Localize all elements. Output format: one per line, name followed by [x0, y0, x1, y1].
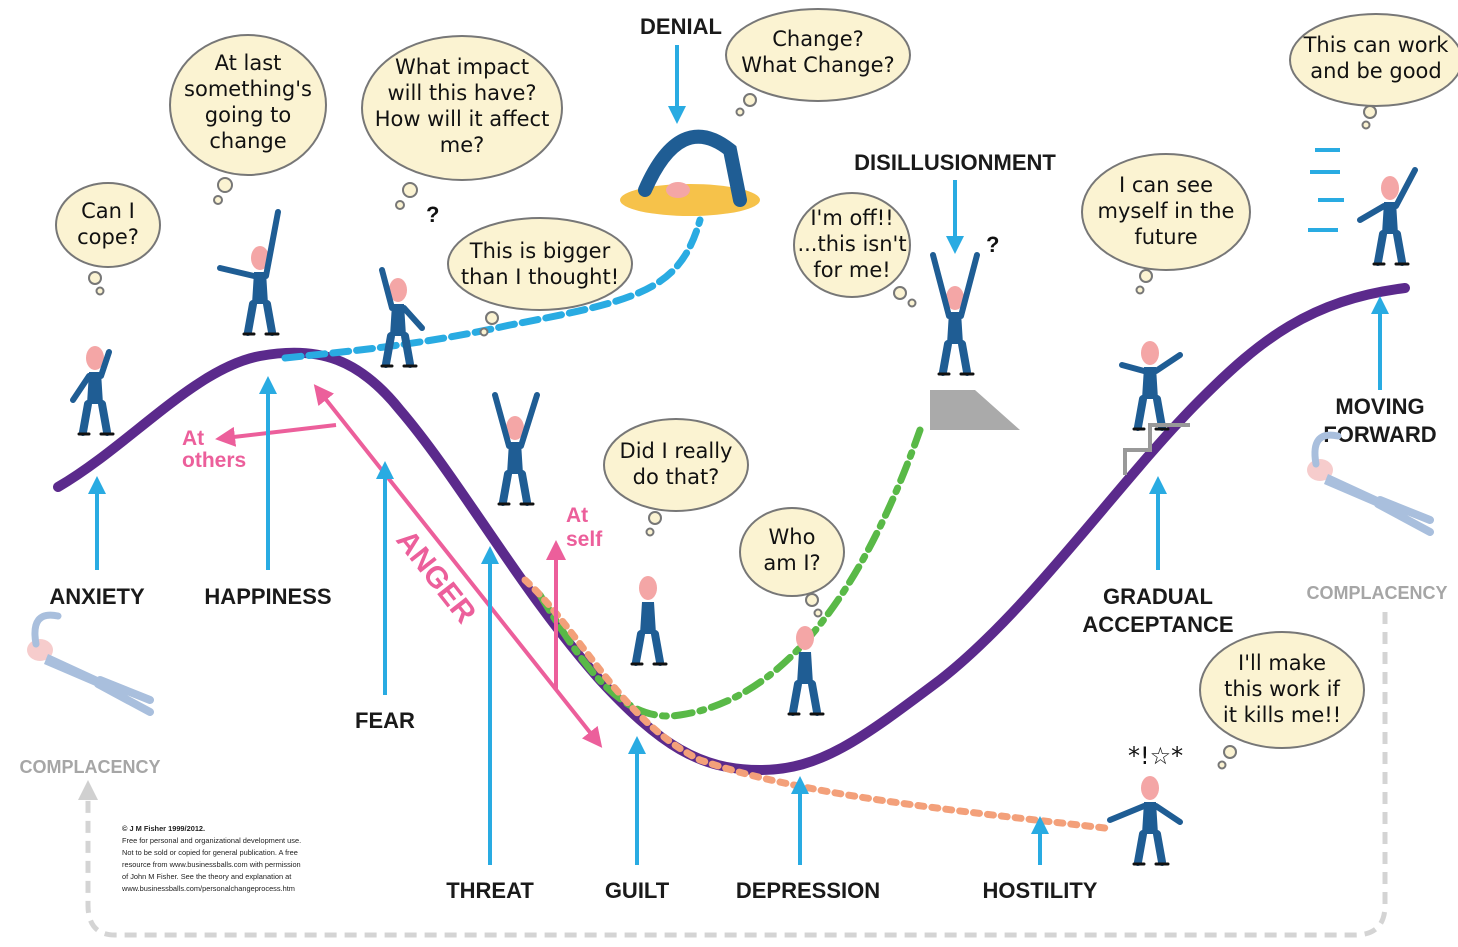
stage-arrows [88, 45, 1389, 865]
fear-label: FEAR [355, 708, 415, 733]
acceptance-bubble: I can see myself in the future [1081, 153, 1251, 295]
svg-text:something's: something's [184, 77, 312, 101]
anger-arrows: ANGER At others At self [182, 384, 603, 748]
svg-text:How will it affect: How will it affect [375, 107, 550, 131]
svg-text:me?: me? [440, 133, 485, 157]
complacency-loop [78, 612, 1388, 938]
copyright-line-1: © J M Fisher 1999/2012. [122, 824, 205, 833]
copyright-line-4: resource from www.businessballs.com with… [122, 860, 301, 869]
svg-text:Who: Who [769, 525, 816, 549]
moving-forward-bubble: This can work and be good [1289, 13, 1458, 130]
fear-figure [382, 267, 425, 366]
fear-bubble: What impact will this have? How will it … [361, 35, 563, 210]
anxiety-label: ANXIETY [49, 584, 145, 609]
svg-text:future: future [1134, 225, 1197, 249]
copyright-line-2: Free for personal and organizational dev… [122, 836, 301, 845]
svg-text:change: change [209, 129, 286, 153]
acceptance-figure [1119, 341, 1190, 475]
svg-text:cope?: cope? [77, 225, 139, 249]
main-transition-curve [53, 283, 1410, 776]
moving-forward-figure [1308, 148, 1418, 264]
disillusionment-question-mark: ? [986, 232, 999, 257]
svg-text:At last: At last [215, 51, 282, 75]
anxiety-figure [70, 346, 113, 434]
svg-text:am I?: am I? [763, 551, 820, 575]
complacency-figure-left [27, 615, 150, 712]
svg-text:Change?: Change? [772, 27, 864, 51]
svg-text:do that?: do that? [633, 465, 720, 489]
svg-text:and be good: and be good [1310, 59, 1441, 83]
at-others-label-2: others [182, 449, 246, 472]
depression-bubble: Who am I? [739, 507, 845, 618]
svg-text:...this isn't: ...this isn't [797, 232, 906, 256]
hostility-bubble: I'll make this work if it kills me!! [1199, 631, 1365, 770]
svg-text:will this have?: will this have? [387, 81, 536, 105]
svg-text:This is bigger: This is bigger [469, 239, 611, 263]
denial-label: DENIAL [640, 14, 722, 39]
svg-text:myself in the: myself in the [1098, 199, 1235, 223]
gradual-acceptance-label-1: GRADUAL [1103, 584, 1213, 609]
denial-dashed-path [281, 216, 704, 362]
threat-bubble: This is bigger than I thought! [447, 217, 633, 337]
complacency-label-left: COMPLACENCY [19, 757, 160, 777]
copyright-line-3: Not to be sold or copied for general pub… [122, 848, 298, 857]
at-self-label-1: At [566, 504, 588, 527]
moving-forward-label-2: FORWARD [1323, 422, 1436, 447]
depression-figure [789, 626, 823, 714]
svg-text:than I thought!: than I thought! [461, 265, 619, 289]
at-self-label-2: self [566, 528, 603, 551]
threat-figure [492, 392, 540, 504]
guilt-figure [632, 576, 666, 664]
guilt-label: GUILT [605, 878, 670, 903]
thought-bubbles: Can I cope? At last something's going to… [55, 8, 1458, 770]
depression-label: DEPRESSION [736, 878, 880, 903]
svg-text:What Change?: What Change? [741, 53, 894, 77]
svg-text:going to: going to [205, 103, 291, 127]
anxiety-bubble: Can I cope? [55, 182, 161, 296]
disillusionment-bubble: I'm off!! ...this isn't for me! [793, 192, 917, 308]
happiness-label: HAPPINESS [204, 584, 331, 609]
copyright-note: © J M Fisher 1999/2012. Free for persona… [121, 824, 301, 893]
copyright-line-5: of John M Fisher. See the theory and exp… [122, 872, 291, 881]
svg-text:This can work: This can work [1303, 33, 1450, 57]
fear-question-mark: ? [426, 202, 439, 227]
hostility-symbols: *!☆* [1128, 742, 1183, 770]
figures: ? ? [27, 129, 1430, 864]
complacency-label-right: COMPLACENCY [1306, 583, 1447, 603]
at-others-label-1: At [182, 427, 204, 450]
disillusionment-figure [930, 252, 1020, 430]
disillusionment-label: DISILLUSIONMENT [854, 150, 1056, 175]
svg-text:I can see: I can see [1119, 173, 1213, 197]
svg-text:I'll make: I'll make [1238, 651, 1326, 675]
happiness-bubble: At last something's going to change [169, 34, 327, 205]
svg-text:this work if: this work if [1224, 677, 1340, 701]
hostility-figure [1107, 776, 1183, 864]
svg-text:Did I really: Did I really [620, 439, 733, 463]
copyright-line-6: www.businessballs.com/personalchangeproc… [121, 884, 295, 893]
denial-figure [620, 129, 760, 216]
complacency-figure-right [1307, 435, 1430, 532]
happiness-figure [217, 209, 278, 334]
svg-text:for me!: for me! [813, 258, 890, 282]
svg-text:What impact: What impact [395, 55, 529, 79]
stage-labels: ANXIETY HAPPINESS FEAR THREAT GUILT DEPR… [19, 14, 1447, 903]
guilt-bubble: Did I really do that? [603, 418, 749, 537]
hostility-label: HOSTILITY [983, 878, 1098, 903]
svg-text:I'm off!!: I'm off!! [810, 206, 893, 230]
svg-text:it kills me!!: it kills me!! [1223, 703, 1341, 727]
denial-bubble: Change? What Change? [725, 8, 911, 117]
threat-label: THREAT [446, 878, 534, 903]
svg-text:Can I: Can I [81, 199, 135, 223]
moving-forward-label-1: MOVING [1335, 394, 1424, 419]
gradual-acceptance-label-2: ACCEPTANCE [1082, 612, 1233, 637]
